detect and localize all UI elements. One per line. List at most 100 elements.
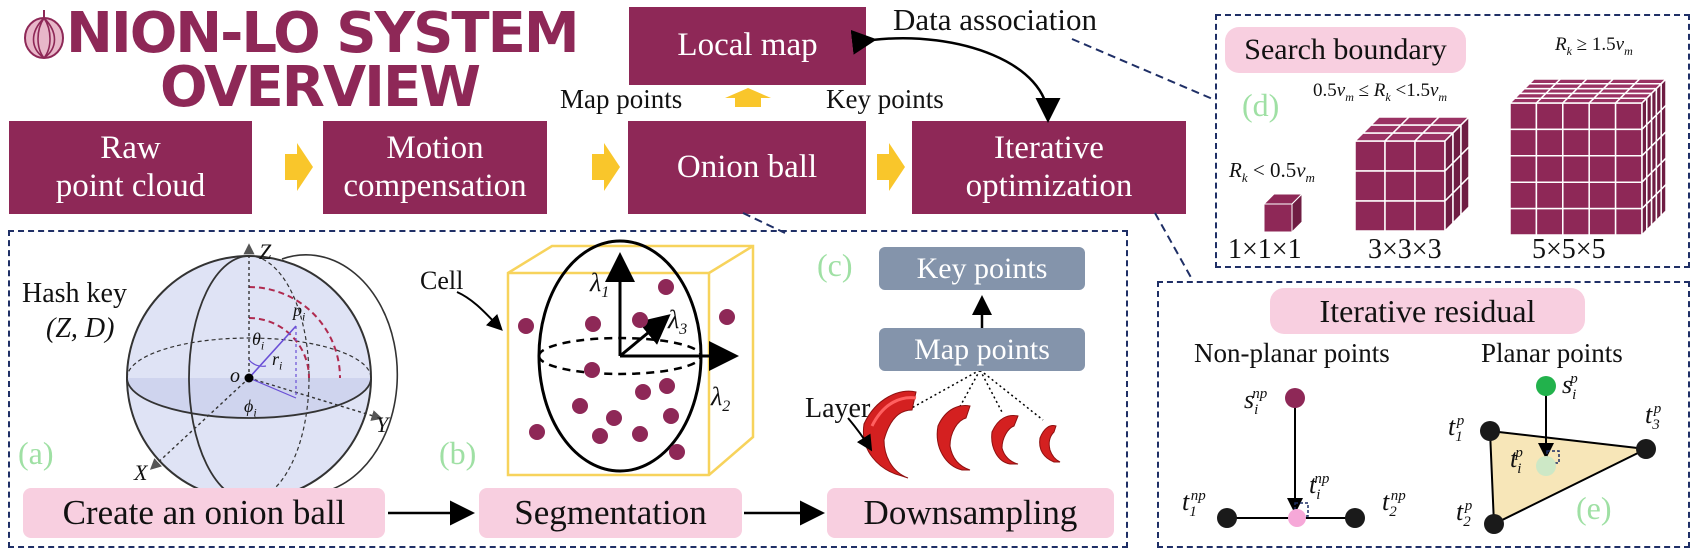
phi-label: ϕi bbox=[244, 396, 257, 421]
cond-large-rest: ≥ 1.5 bbox=[1571, 34, 1616, 55]
panel-e-label: (e) bbox=[1576, 490, 1612, 526]
panel-a-label: (a) bbox=[18, 435, 54, 471]
downsampling-drawing bbox=[847, 295, 1061, 479]
panel-b-label: (b) bbox=[439, 435, 477, 471]
np-superscript: np bbox=[1252, 386, 1268, 403]
lambda-3-subscript: 3 bbox=[679, 321, 688, 339]
panel-abc-frame bbox=[8, 230, 1128, 548]
non-planar-points-label: Non-planar points bbox=[1194, 338, 1390, 368]
lambda-3-label: λ3 bbox=[668, 305, 687, 339]
search-cube-5x5x5 bbox=[1508, 77, 1668, 237]
connector-d bbox=[1071, 38, 1216, 101]
lambda-2-subscript: 2 bbox=[722, 398, 731, 416]
t-symbol: t bbox=[1510, 444, 1518, 473]
lambda-2-label: λ2 bbox=[711, 382, 730, 416]
theta-subscript: i bbox=[260, 338, 265, 353]
cond-r-symbol: R bbox=[1555, 34, 1567, 55]
np-superscript: np bbox=[1390, 488, 1406, 505]
i-subscript: i bbox=[1572, 387, 1577, 404]
motion-compensation-box: Motion compensation bbox=[323, 121, 547, 214]
radius-label: ri bbox=[272, 349, 282, 374]
cond-v-symbol: v bbox=[1336, 80, 1346, 101]
title-line-1: NION-LO SYSTEM bbox=[66, 1, 580, 66]
t-2-p-label: t2p bbox=[1456, 497, 1478, 531]
theta-symbol: θ bbox=[252, 329, 261, 349]
point-p-label: pi bbox=[293, 300, 305, 325]
p-symbol: p bbox=[293, 300, 302, 320]
axis-z-label: Z bbox=[259, 239, 272, 264]
i-subscript: i bbox=[1254, 402, 1259, 419]
np-superscript: np bbox=[1190, 488, 1206, 505]
s-np-label: sinp bbox=[1244, 385, 1273, 419]
theta-label: θi bbox=[252, 329, 264, 354]
lambda-symbol: λ bbox=[590, 268, 602, 297]
p-subscript: i bbox=[302, 309, 306, 324]
hash-key-tuple: (Z, D) bbox=[46, 313, 115, 344]
segmentation-label: Segmentation bbox=[479, 488, 742, 538]
cell-label: Cell bbox=[420, 266, 464, 295]
t-symbol: t bbox=[1309, 470, 1317, 499]
p-superscript: p bbox=[1464, 498, 1473, 515]
r-symbol: r bbox=[272, 349, 280, 369]
search-cube-1x1x1 bbox=[1262, 192, 1304, 234]
size-5x5x5-label: 5×5×5 bbox=[1532, 234, 1606, 265]
panel-d-label: (d) bbox=[1242, 87, 1280, 123]
cond-r-symbol: R bbox=[1229, 158, 1242, 182]
cond-k-subscript: k bbox=[1385, 89, 1391, 104]
r-subscript: i bbox=[279, 358, 283, 373]
t-3-p-label: t3p bbox=[1645, 400, 1667, 434]
flow-arrow-1 bbox=[285, 143, 313, 191]
connector-onion bbox=[742, 212, 786, 234]
condition-small: Rk < 0.5vm bbox=[1229, 158, 1315, 186]
origin-label: o bbox=[230, 365, 240, 387]
p-superscript: p bbox=[1653, 401, 1662, 418]
data-association-arrow bbox=[850, 29, 1061, 123]
condition-mid: 0.5vm ≤ Rk <1.5vm bbox=[1313, 80, 1447, 105]
key-points-box: Key points bbox=[879, 247, 1085, 290]
s-p-label: sip bbox=[1562, 370, 1584, 404]
axis-y-label: Y bbox=[376, 412, 389, 437]
map-points-box: Map points bbox=[879, 328, 1085, 371]
t-symbol: t bbox=[1382, 487, 1390, 516]
p-superscript: p bbox=[1570, 371, 1578, 388]
cond-k-subscript: k bbox=[1566, 43, 1572, 58]
cond-v-symbol: v bbox=[1615, 34, 1625, 55]
segmentation-cell-drawing bbox=[456, 239, 755, 477]
i-subscript: i bbox=[1316, 487, 1321, 504]
cond-mid-rest: <1.5 bbox=[1390, 80, 1430, 101]
phi-subscript: i bbox=[253, 405, 257, 420]
size-1x1x1-label: 1×1×1 bbox=[1228, 234, 1302, 265]
cond-v-symbol: v bbox=[1429, 80, 1439, 101]
lambda-1-subscript: 1 bbox=[601, 284, 610, 302]
phi-symbol: ϕ bbox=[244, 396, 254, 416]
three-subscript: 3 bbox=[1652, 417, 1660, 434]
np-superscript: np bbox=[1314, 471, 1330, 488]
planar-points-label: Planar points bbox=[1481, 338, 1623, 368]
two-subscript: 2 bbox=[1463, 514, 1471, 531]
t-symbol: t bbox=[1456, 497, 1464, 526]
nonplanar-residual-drawing bbox=[1217, 388, 1365, 528]
flow-arrow-3 bbox=[877, 143, 905, 191]
connector-e bbox=[1154, 212, 1194, 282]
onion-ball-box: Onion ball bbox=[628, 121, 866, 214]
t-symbol: t bbox=[1645, 400, 1653, 429]
i-subscript: i bbox=[1517, 461, 1522, 478]
two-subscript: 2 bbox=[1389, 504, 1397, 521]
layer-label: Layer bbox=[805, 393, 871, 424]
one-subscript: 1 bbox=[1455, 429, 1463, 446]
t-1-p-label: t1p bbox=[1448, 412, 1470, 446]
lambda-symbol: λ bbox=[711, 382, 723, 411]
axis-x-label: X bbox=[134, 460, 148, 485]
t-symbol: t bbox=[1182, 487, 1190, 516]
cond-m-subscript: m bbox=[1438, 89, 1448, 104]
t-1-np-label: t1np bbox=[1182, 487, 1212, 521]
cond-m-subscript: m bbox=[1624, 43, 1633, 58]
flow-arrow-up bbox=[725, 88, 771, 107]
cond-m-subscript: m bbox=[1305, 170, 1315, 186]
p-superscript: p bbox=[1515, 445, 1523, 462]
condition-large: Rk ≥ 1.5vm bbox=[1555, 34, 1633, 59]
cond-m-subscript: m bbox=[1345, 89, 1354, 104]
iterative-optimization-box: Iterative optimization bbox=[912, 121, 1186, 214]
t-2-np-label: t2np bbox=[1382, 487, 1412, 521]
